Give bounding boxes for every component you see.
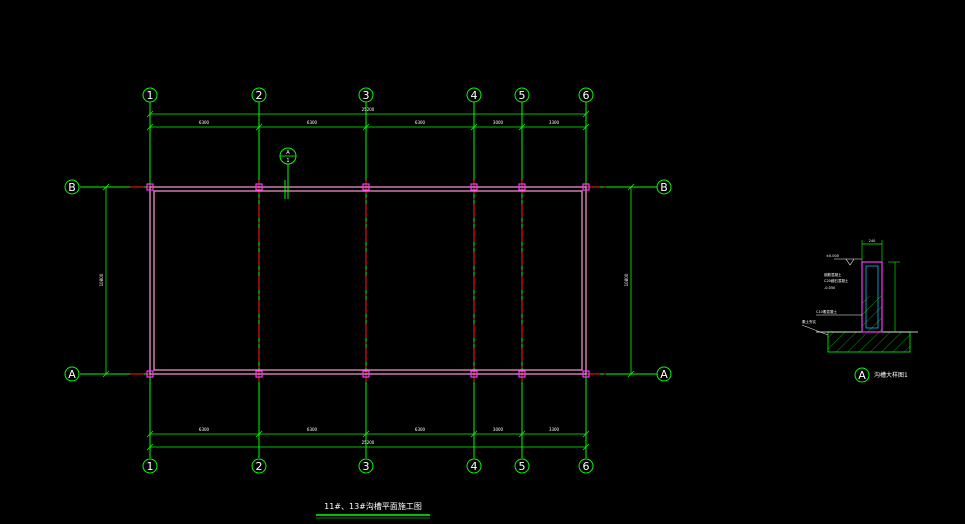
top-total-dim: 25200 — [362, 107, 375, 112]
top-dim-seg-3: 6300 — [415, 120, 426, 125]
detail-label-4: -0.050 — [824, 286, 835, 290]
bottom-dimension-lines — [146, 430, 590, 451]
centerlines — [130, 180, 610, 382]
axis-label-top-2: 2 — [256, 89, 263, 102]
top-dim-seg-4: 3000 — [493, 120, 504, 125]
bottom-dim-seg-3: 6300 — [415, 427, 426, 432]
axis-label-left-a: A — [68, 368, 76, 381]
detail-label-6: 素土夯实 — [802, 319, 816, 324]
top-axis-bubbles — [142, 87, 594, 103]
top-dim-seg-1: 6300 — [199, 120, 210, 125]
top-dimension-lines — [146, 110, 590, 131]
grid-lines — [80, 102, 657, 458]
axis-label-bottom-4: 4 — [471, 460, 478, 473]
trench-detail: 240 ±0.000 钢筋混凝土 C20细石混凝土 -0.050 C10素混凝土… — [801, 239, 918, 383]
axis-label-bottom-5: 5 — [519, 460, 526, 473]
detail-label-2: 钢筋混凝土 — [824, 272, 842, 277]
detail-label-3: C20细石混凝土 — [824, 278, 849, 283]
section-marker-number: 1 — [286, 158, 289, 164]
axis-label-left-b: B — [68, 181, 76, 194]
axis-label-right-b: B — [660, 181, 668, 194]
axis-label-bottom-2: 2 — [256, 460, 263, 473]
axis-label-top-3: 3 — [363, 89, 370, 102]
axis-label-top-6: 6 — [583, 89, 590, 102]
detail-marker-label: A — [858, 369, 866, 382]
drawing-title: 11#、13#沟槽平面施工图 — [324, 501, 422, 511]
bottom-axis-bubbles — [142, 458, 594, 474]
section-marker-label: A — [286, 150, 290, 156]
right-dim: 10800 — [624, 273, 629, 286]
column-markers — [146, 183, 590, 378]
detail-label-1: ±0.000 — [826, 254, 839, 258]
axis-label-top-5: 5 — [519, 89, 526, 102]
top-dim-seg-5: 3300 — [549, 120, 560, 125]
side-dimension-lines — [102, 183, 635, 378]
axis-label-bottom-1: 1 — [147, 460, 154, 473]
row-axis-bubbles — [64, 179, 672, 382]
axis-label-bottom-3: 3 — [363, 460, 370, 473]
axis-label-bottom-6: 6 — [583, 460, 590, 473]
detail-label-5: C10素混凝土 — [816, 309, 837, 314]
detail-title: 沟槽大样图1 — [874, 371, 908, 379]
top-dim-seg-2: 6300 — [307, 120, 318, 125]
section-marker: A 1 — [279, 147, 297, 199]
bottom-dim-seg-5: 3300 — [549, 427, 560, 432]
bottom-dim-seg-1: 6300 — [199, 427, 210, 432]
bottom-dim-seg-4: 3000 — [493, 427, 504, 432]
detail-top-dim: 240 — [869, 239, 876, 243]
left-dim: 10800 — [99, 273, 104, 286]
bottom-total-dim: 25200 — [362, 440, 375, 445]
axis-label-right-a: A — [660, 368, 668, 381]
bottom-dim-seg-2: 6300 — [307, 427, 318, 432]
axis-label-top-4: 4 — [471, 89, 478, 102]
axis-label-top-1: 1 — [147, 89, 154, 102]
trench-outline — [149, 186, 587, 375]
